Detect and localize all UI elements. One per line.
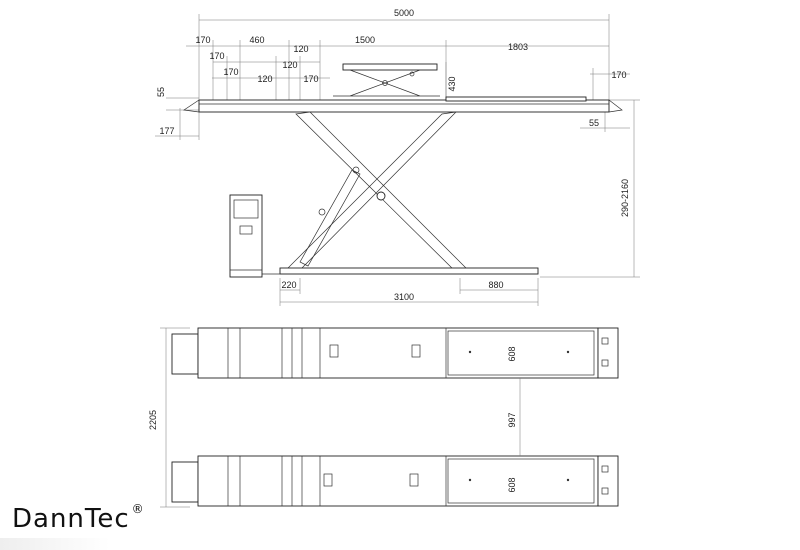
left-ramp: [183, 99, 200, 113]
dim-170-b: 170: [209, 51, 224, 61]
ramp-right-upper: [597, 327, 619, 379]
sliding-plate-lower: [447, 458, 595, 504]
dim-170-d: 170: [303, 74, 318, 84]
scissor-arm-b: [287, 111, 457, 271]
dim-total-length: 5000: [394, 8, 414, 18]
anti-slip-pad: [329, 344, 339, 358]
brand-logo: DannTec®: [12, 502, 145, 534]
registered-mark: ®: [131, 502, 145, 516]
dim-170-c: 170: [223, 67, 238, 77]
lift-platform: [198, 99, 610, 113]
dim-608-a: 608: [507, 346, 517, 361]
dim-880: 880: [488, 280, 503, 290]
dim-170-a: 170: [195, 35, 210, 45]
right-ramp: [608, 99, 623, 113]
anti-slip-pad: [323, 473, 333, 487]
control-unit: [229, 194, 263, 278]
dim-220: 220: [281, 280, 296, 290]
dim-120-a: 120: [293, 44, 308, 54]
ramp-right-lower: [597, 455, 619, 507]
dim-55-a: 55: [156, 87, 166, 97]
dim-608-b: 608: [507, 477, 517, 492]
sliding-plate: [445, 96, 587, 102]
dim-3100: 3100: [394, 292, 414, 302]
ramp-left-lower: [171, 461, 199, 503]
dim-177: 177: [159, 126, 174, 136]
dim-height-range: 290-2160: [620, 179, 630, 217]
logo-underline: [0, 538, 110, 550]
dim-120-c: 120: [257, 74, 272, 84]
scissor-pivot: [376, 191, 386, 201]
runway-upper: 608: [171, 327, 619, 379]
dim-2205: 2205: [148, 410, 158, 430]
sliding-plate-upper: [447, 330, 595, 376]
brand-name: DannTec: [12, 504, 130, 534]
anti-slip-pad: [411, 344, 421, 358]
anti-slip-pad: [409, 473, 419, 487]
dim-430: 430: [447, 76, 457, 91]
top-view: 2205 608: [148, 327, 619, 508]
side-view: 5000 170 460 120 1500 1803 170 120 170 1…: [155, 8, 640, 306]
dim-170-e: 170: [611, 70, 626, 80]
auxiliary-table: [342, 63, 438, 71]
runway-lower: 608: [171, 455, 619, 507]
dim-1500: 1500: [355, 35, 375, 45]
ramp-left-upper: [171, 333, 199, 375]
dim-120-b: 120: [282, 60, 297, 70]
hydraulic-cylinder: [299, 169, 361, 267]
base-frame: [279, 267, 539, 275]
dim-55-b: 55: [589, 118, 599, 128]
dim-460: 460: [249, 35, 264, 45]
dim-997: 997: [507, 412, 517, 427]
dim-1803: 1803: [508, 42, 528, 52]
auxiliary-scissor: [333, 69, 440, 97]
